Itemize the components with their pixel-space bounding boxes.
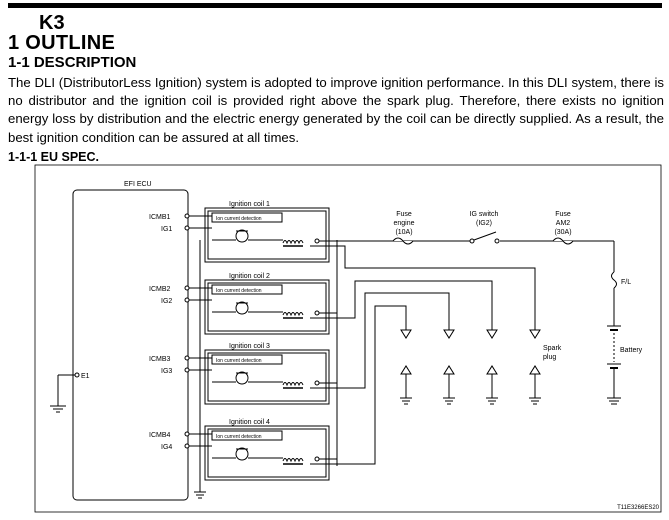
svg-text:IG2: IG2: [161, 298, 172, 305]
battery: Battery: [607, 325, 643, 369]
pin-icmb2: ICMB2: [149, 285, 212, 293]
e1-ground-connection: E1: [50, 372, 90, 413]
svg-text:engine: engine: [393, 220, 414, 227]
spark-plug-label: Spark plug: [543, 345, 562, 361]
svg-text:(10A): (10A): [395, 229, 412, 236]
spark-plug-3: [443, 329, 455, 405]
coil-1-title: Ignition coil 1: [229, 201, 270, 208]
coil-3-title: Ignition coil 3: [229, 343, 270, 350]
spark-plug-1: [529, 329, 541, 405]
hv-lead-3: [310, 292, 450, 389]
svg-text:(30A): (30A): [554, 229, 571, 236]
svg-text:ICMB3: ICMB3: [149, 356, 171, 363]
coil-3-detect-label: Ion current detection: [216, 358, 262, 364]
ignition-coil-2: Ignition coil 2 Ion current detection: [204, 273, 337, 335]
svg-text:IG1: IG1: [161, 226, 172, 233]
pin-ig4: IG4: [161, 443, 212, 451]
pin-icmb1: ICMB1: [149, 213, 212, 221]
svg-text:AM2: AM2: [556, 220, 571, 227]
fuse-engine: Fuse engine (10A): [392, 211, 415, 245]
e1-label: E1: [81, 373, 90, 380]
coil-4-ion-detector: [211, 430, 283, 441]
ignition-coil-4: Ignition coil 4 Ion current detection: [204, 419, 337, 481]
battery-ground: [607, 397, 621, 405]
svg-text:IG3: IG3: [161, 368, 172, 375]
subsection-heading: 1-1-1 EU SPEC.: [8, 150, 100, 164]
section-heading: 1-1 DESCRIPTION: [8, 54, 137, 71]
pin-ig2: IG2: [161, 297, 212, 305]
svg-text:Spark: Spark: [543, 345, 562, 352]
svg-text:F/L: F/L: [621, 279, 631, 286]
ignition-coil-3: Ignition coil 3 Ion current detection: [204, 343, 337, 405]
pin-icmb3: ICMB3: [149, 355, 212, 363]
svg-text:Battery: Battery: [620, 347, 643, 354]
page-title: 1 OUTLINE: [8, 32, 116, 54]
hv-lead-2: [310, 280, 493, 330]
figure-code: T11E3266ES20: [617, 505, 660, 511]
coil-4-detect-label: Ion current detection: [216, 434, 262, 440]
fuse-am2: Fuse AM2 (30A): [552, 211, 574, 245]
hv-lead-4: [310, 305, 407, 465]
svg-text:ICMB1: ICMB1: [149, 214, 171, 221]
svg-text:Fuse: Fuse: [396, 211, 412, 218]
coil-2-title: Ignition coil 2: [229, 273, 270, 280]
svg-text:plug: plug: [543, 354, 556, 361]
hv-lead-1: [310, 245, 536, 330]
svg-text:(IG2): (IG2): [476, 220, 492, 227]
diagram-frame: [34, 164, 662, 513]
ignition-coil-1: Ignition coil 1 Ion current detection: [204, 201, 337, 263]
pin-ig1: IG1: [161, 225, 212, 233]
coil-4-title: Ignition coil 4: [229, 419, 270, 426]
spark-plug-4: [400, 329, 412, 405]
coil-3-ion-detector: [211, 354, 283, 365]
svg-text:IG switch: IG switch: [470, 211, 499, 218]
svg-text:Fuse: Fuse: [555, 211, 571, 218]
svg-text:ICMB2: ICMB2: [149, 286, 171, 293]
coil-1-ion-detector: [211, 212, 283, 223]
svg-text:ICMB4: ICMB4: [149, 432, 171, 439]
spark-plug-2: [486, 329, 498, 405]
coil-ground-symbol: [194, 491, 206, 499]
pin-ig3: IG3: [161, 367, 212, 375]
header-rule: [8, 3, 662, 8]
fusible-link: F/L: [611, 271, 631, 289]
description-paragraph: The DLI (DistributorLess Ignition) syste…: [8, 75, 664, 145]
ig-switch: IG switch (IG2): [469, 211, 500, 244]
ecu-box: [72, 189, 189, 501]
coil-1-detect-label: Ion current detection: [216, 216, 262, 222]
coil-2-ion-detector: [211, 284, 283, 295]
ecu-label: EFI ECU: [124, 181, 152, 188]
svg-text:IG4: IG4: [161, 444, 172, 451]
section-code: K3: [39, 12, 65, 34]
pin-icmb4: ICMB4: [149, 431, 212, 439]
coil-2-detect-label: Ion current detection: [216, 288, 262, 294]
